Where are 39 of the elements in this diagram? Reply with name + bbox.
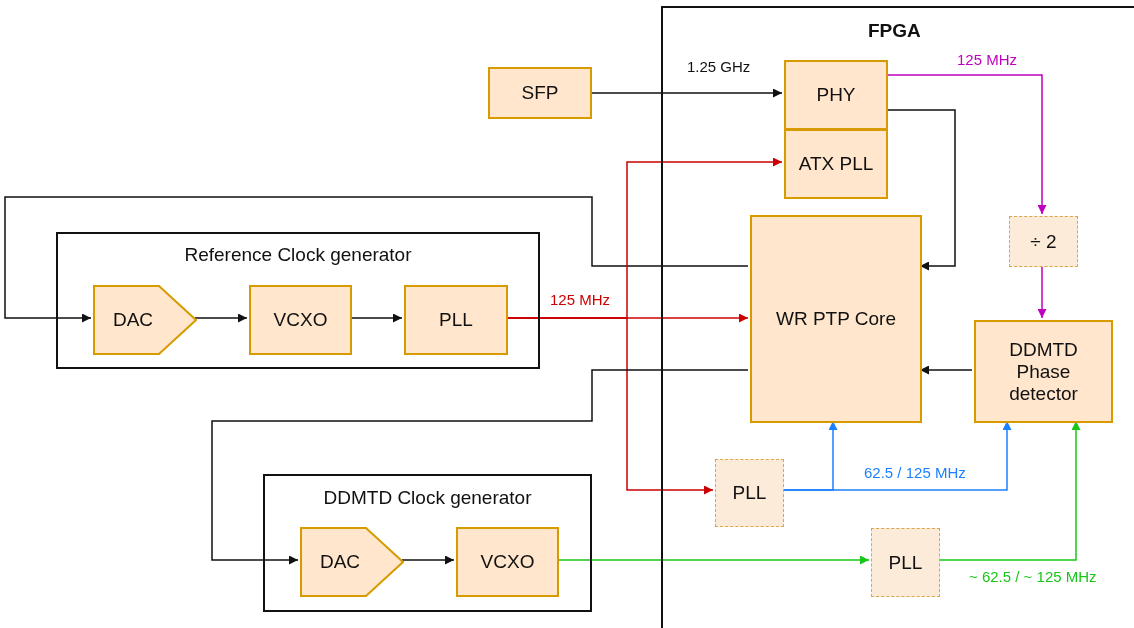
arrow <box>194 313 248 323</box>
process-box <box>784 60 888 130</box>
block-label: VCXO <box>273 309 328 331</box>
block-label: VCXO <box>480 551 535 573</box>
arrow <box>4 196 749 323</box>
block-label: WR PTP Core <box>776 308 896 330</box>
process-box <box>404 285 508 355</box>
region-boundary <box>661 6 1134 628</box>
group-title: DDMTD Clock generator <box>322 487 533 509</box>
process-box <box>974 320 1113 423</box>
block-label: PLL <box>888 551 923 574</box>
process-box <box>715 459 784 527</box>
group-box <box>263 474 592 612</box>
group-title: Reference Clock generator <box>183 244 413 266</box>
group-box <box>56 232 540 369</box>
pentagon-block <box>93 285 197 355</box>
edge-label: ~ 62.5 / ~ 125 MHz <box>967 568 1099 585</box>
process-box <box>1009 216 1078 267</box>
arrow <box>211 369 749 565</box>
process-box <box>784 129 888 199</box>
block-label: PLL <box>732 482 767 504</box>
block-label: SFP <box>521 82 559 104</box>
group-title: FPGA <box>868 20 921 42</box>
edge-label: 62.5 / 125 MHz <box>862 464 968 481</box>
arrow <box>591 88 783 98</box>
arrow <box>401 555 455 565</box>
block-label: DDMTD Phase detector <box>1008 338 1079 405</box>
block-label: ATX PLL <box>798 153 874 175</box>
block-label: PHY <box>816 84 856 106</box>
process-box <box>871 528 940 597</box>
pentagon-block <box>300 527 404 597</box>
block-label: ÷ 2 <box>1030 230 1057 253</box>
block-label: DAC <box>319 551 361 573</box>
process-box <box>249 285 352 355</box>
process-box <box>488 67 592 119</box>
block-label: PLL <box>439 309 473 331</box>
process-box <box>750 215 922 423</box>
process-box <box>456 527 559 597</box>
block-label: DAC <box>112 309 154 331</box>
